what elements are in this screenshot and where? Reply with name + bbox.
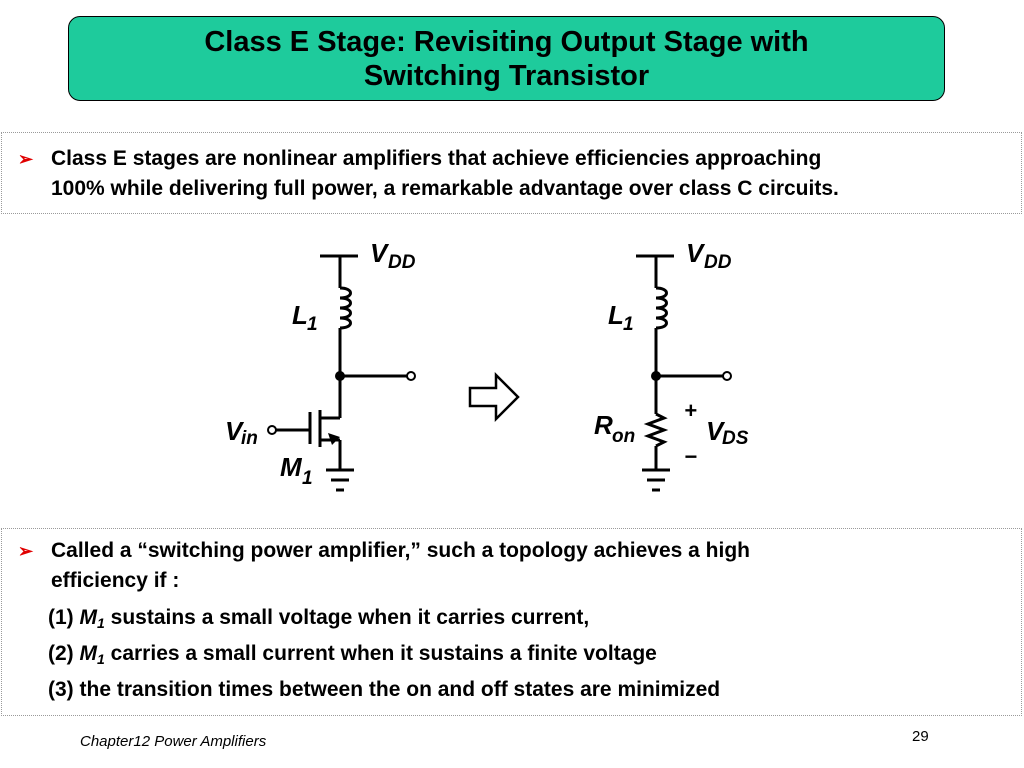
- bullet-2-line-1: Called a “switching power amplifier,” su…: [51, 539, 750, 562]
- vds-sub: DS: [722, 428, 749, 449]
- vin-sub: in: [241, 428, 258, 449]
- bullet-box-1: ➢ Class E stages are nonlinear amplifier…: [1, 132, 1022, 214]
- vdd-label-left: V: [370, 238, 390, 268]
- inductor-l1-left: [339, 286, 352, 330]
- bullet-2-line-2: efficiency if :: [51, 569, 180, 592]
- l1-label-left: L: [292, 300, 308, 330]
- inductor-l1-right: [655, 286, 668, 330]
- ron-label: R: [594, 410, 613, 440]
- m1-sub: 1: [302, 468, 313, 489]
- hollow-right-arrow-icon: [468, 371, 520, 423]
- output-terminal-right: [722, 371, 732, 381]
- ron-sub: on: [612, 426, 635, 447]
- footer-chapter: Chapter12 Power Amplifiers: [80, 733, 267, 750]
- title-line-2: Switching Transistor: [363, 59, 650, 92]
- node-dot-right: [651, 371, 661, 381]
- vdd-sub-left: DD: [388, 252, 416, 273]
- node-dot-left: [335, 371, 345, 381]
- resistor-ron: [643, 412, 669, 448]
- arrow-bullet-icon: ➢: [18, 149, 34, 169]
- condition-item-3: (3) the transition times between the on …: [48, 678, 721, 701]
- slide-title: Class E Stage: Revisiting Output Stage w…: [68, 16, 945, 101]
- bullet-1-line-1: Class E stages are nonlinear amplifiers …: [51, 147, 822, 170]
- condition-item-2: (2) M1 carries a small current when it s…: [48, 642, 657, 667]
- minus-sign: −: [684, 444, 697, 469]
- page-number: 29: [912, 728, 929, 745]
- input-terminal: [267, 425, 277, 435]
- l1-label-right: L: [608, 300, 624, 330]
- plus-sign: +: [684, 398, 697, 423]
- output-terminal-left: [406, 371, 416, 381]
- l1-sub-right: 1: [623, 314, 634, 335]
- l1-sub-left: 1: [307, 314, 318, 335]
- bullet-box-2: ➢ Called a “switching power amplifier,” …: [1, 528, 1022, 716]
- circuit-diagram: V DD L 1 V in M 1 V DD L 1 R on + V DS −: [225, 238, 749, 492]
- vin-label: V: [225, 416, 245, 446]
- condition-item-1: (1) M1 sustains a small voltage when it …: [48, 606, 590, 631]
- source-arrow-icon: [328, 433, 340, 445]
- vdd-sub-right: DD: [704, 252, 732, 273]
- title-line-1: Class E Stage: Revisiting Output Stage w…: [204, 25, 809, 58]
- vdd-label-right: V: [686, 238, 706, 268]
- arrow-bullet-icon: ➢: [18, 541, 34, 561]
- m1-label: M: [280, 452, 303, 482]
- bullet-1-line-2: 100% while delivering full power, a rema…: [51, 177, 839, 200]
- vds-label: V: [706, 416, 726, 446]
